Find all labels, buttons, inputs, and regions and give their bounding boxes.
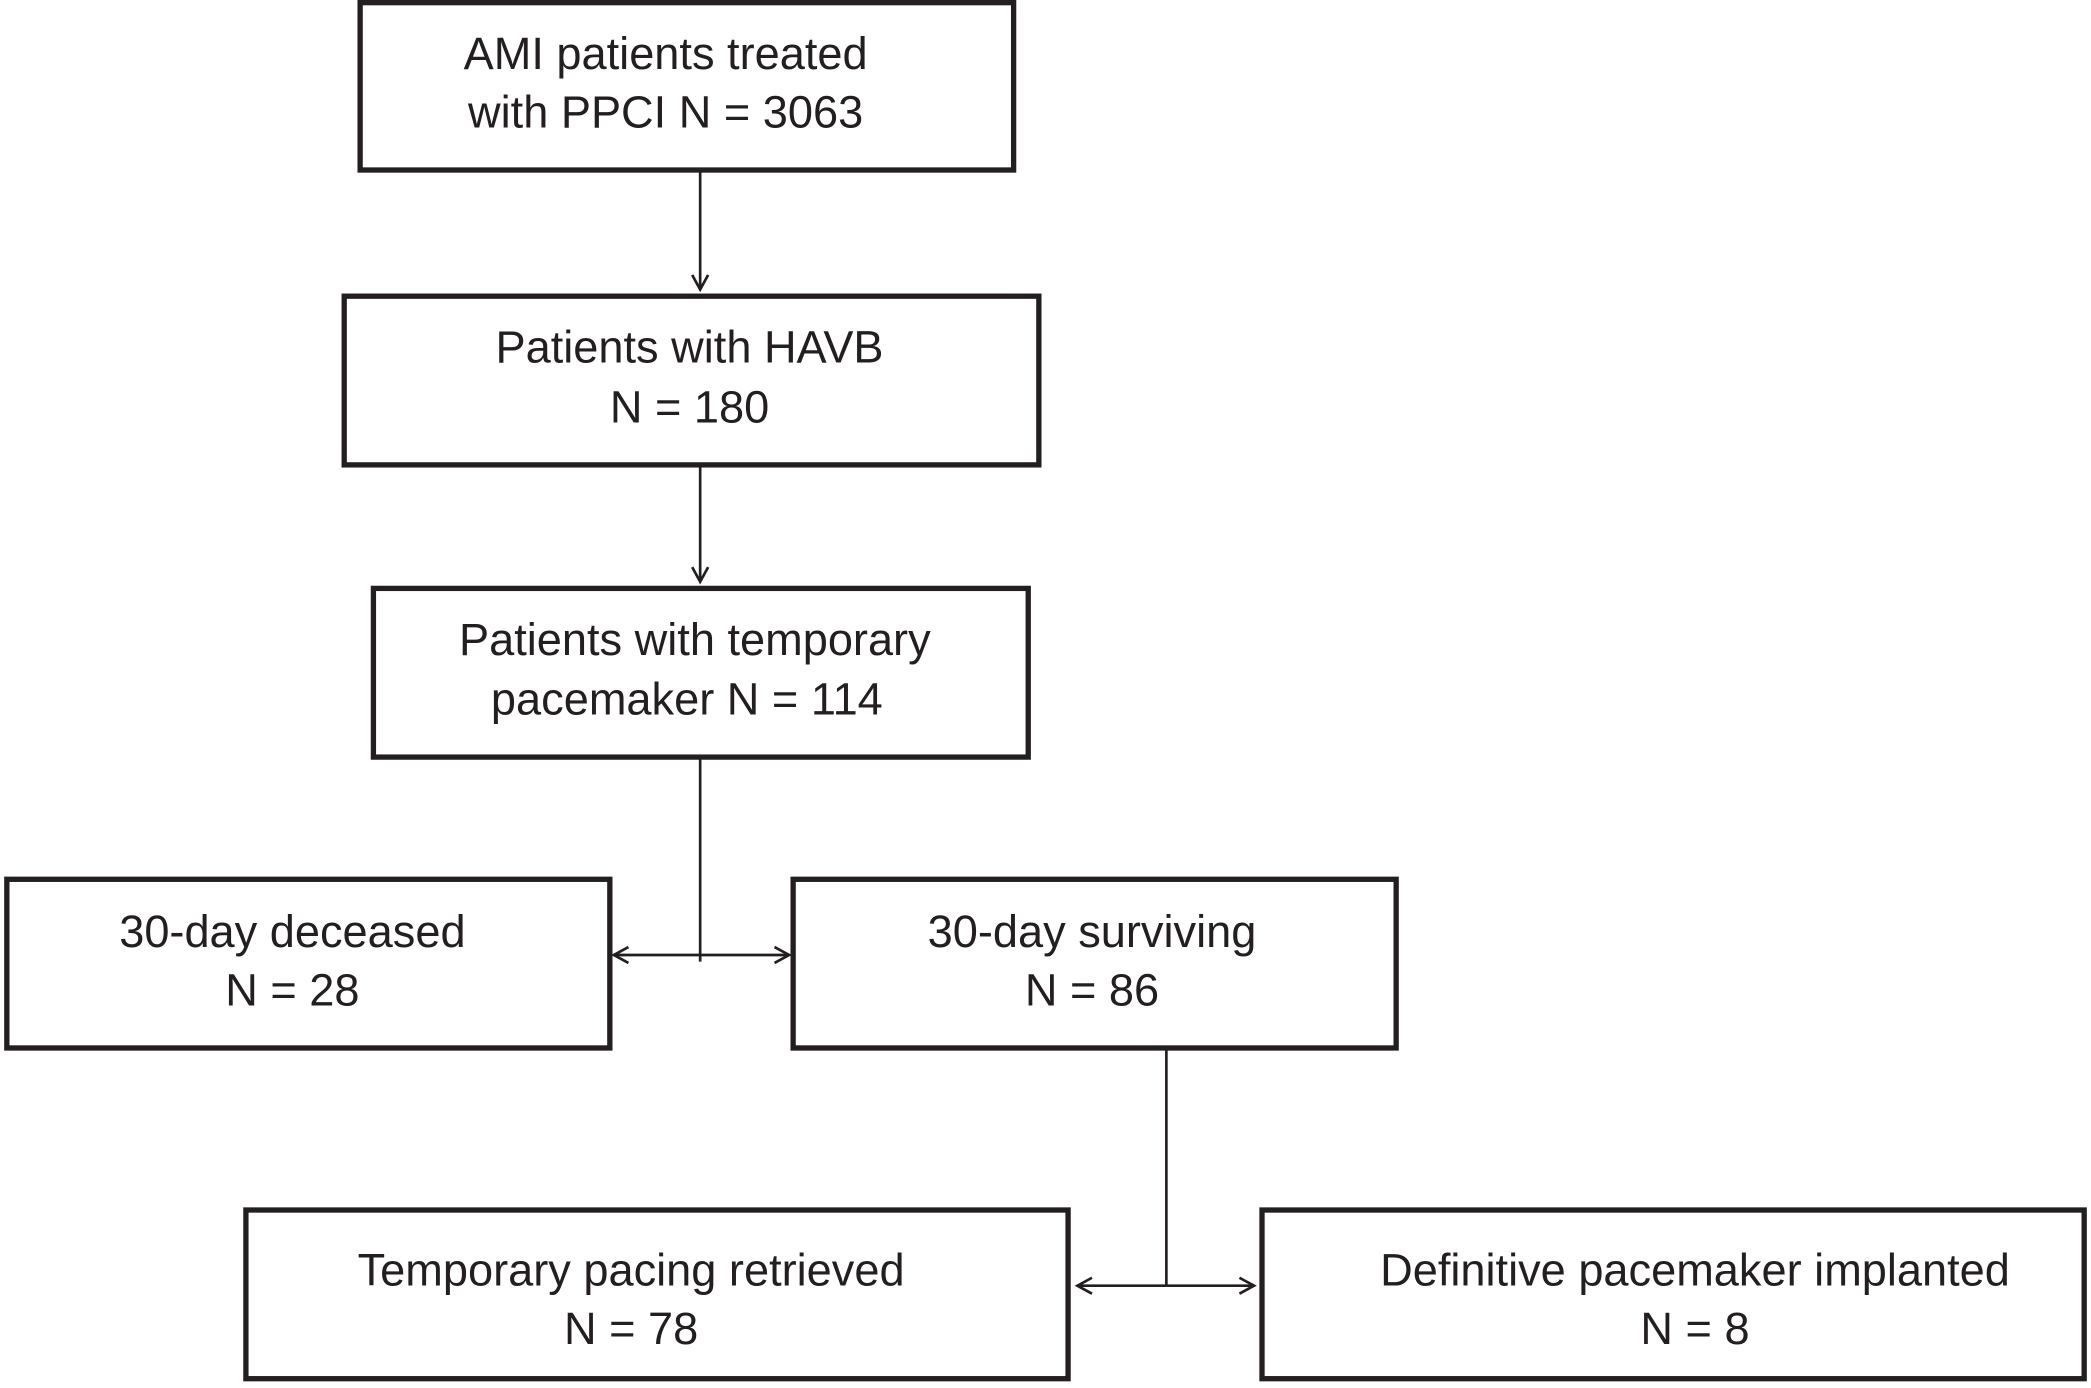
node-label: Definitive pacemaker implanted xyxy=(1380,1245,2010,1296)
node-label: Temporary pacing retrieved xyxy=(358,1245,905,1296)
node-ami: AMI patients treated with PPCI N = 3063 xyxy=(357,0,1017,173)
node-count: with PPCI N = 3063 xyxy=(467,87,863,138)
node-count: N = 86 xyxy=(1025,964,1159,1015)
node-count: N = 8 xyxy=(1640,1303,1749,1354)
node-label: Patients with HAVB xyxy=(496,322,884,373)
node-havb: Patients with HAVB N = 180 xyxy=(341,293,1042,468)
node-label: AMI patients treated xyxy=(464,28,868,79)
node-count: N = 78 xyxy=(564,1303,698,1354)
node-count: N = 28 xyxy=(225,964,359,1015)
node-label: Patients with temporary xyxy=(459,614,931,665)
node-count: pacemaker N = 114 xyxy=(491,674,883,725)
node-label: 30-day surviving xyxy=(928,906,1257,957)
node-implanted: Definitive pacemaker implanted N = 8 xyxy=(1259,1207,2087,1382)
node-surviving: 30-day surviving N = 86 xyxy=(790,876,1399,1051)
node-temp: Patients with temporary pacemaker N = 11… xyxy=(370,585,1031,760)
node-count: N = 180 xyxy=(610,381,769,432)
node-label: 30-day deceased xyxy=(119,906,465,957)
node-deceased: 30-day deceased N = 28 xyxy=(4,876,613,1051)
node-retrieved: Temporary pacing retrieved N = 78 xyxy=(243,1207,1071,1382)
